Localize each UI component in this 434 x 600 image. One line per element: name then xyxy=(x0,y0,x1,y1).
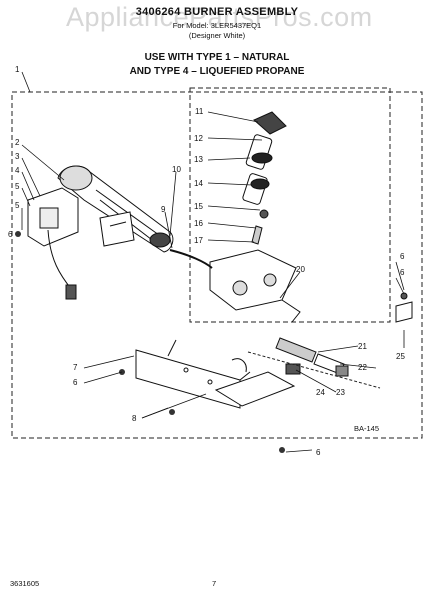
callout-8: 8 xyxy=(132,414,137,423)
callout-6c: 6 xyxy=(400,252,405,261)
callout-3: 3 xyxy=(15,152,20,161)
page-title: 3406264 BURNER ASSEMBLY xyxy=(135,6,299,18)
callout-22: 22 xyxy=(358,363,367,372)
callout-10: 10 xyxy=(172,165,181,174)
callout-6e: 6 xyxy=(316,448,321,457)
model-line: For Model: 3LER5437EQ1 xyxy=(172,21,262,30)
callout-9: 9 xyxy=(161,205,166,214)
orifice-parts xyxy=(275,337,349,377)
callout-11: 11 xyxy=(195,107,204,116)
use-with-line-1: USE WITH TYPE 1 – NATURAL xyxy=(144,52,290,63)
callout-17: 17 xyxy=(194,236,203,245)
callout-25: 25 xyxy=(396,352,405,361)
callout-20: 20 xyxy=(296,265,305,274)
callout-6d: 6 xyxy=(400,268,405,277)
gas-pipe xyxy=(169,249,213,269)
callout-6a: 6 xyxy=(8,230,13,239)
right-bracket xyxy=(395,292,413,323)
callout-5b: 5 xyxy=(15,201,20,210)
left-bracket xyxy=(27,187,79,300)
igniter xyxy=(99,211,135,247)
screws xyxy=(15,231,285,453)
callout-4: 4 xyxy=(15,166,20,175)
valve-group-frame xyxy=(189,87,391,323)
callout-15: 15 xyxy=(194,202,203,211)
bottom-plate xyxy=(214,358,296,407)
callout-21: 21 xyxy=(358,342,367,351)
page-number: 7 xyxy=(212,579,217,588)
gas-valve xyxy=(209,111,301,323)
burner-tube xyxy=(57,165,174,253)
dashed-leader-22 xyxy=(247,351,381,389)
callout-1: 1 xyxy=(15,65,20,74)
callout-6b: 6 xyxy=(73,378,78,387)
callout-2: 2 xyxy=(15,138,20,147)
footer-code: 3631605 xyxy=(10,579,40,588)
callout-24: 24 xyxy=(316,388,325,397)
callout-12: 12 xyxy=(194,134,203,143)
watermark: AppliancePartsPros.com xyxy=(66,2,373,32)
lower-bracket xyxy=(135,339,251,409)
callout-16: 16 xyxy=(194,219,203,228)
callout-7: 7 xyxy=(73,363,78,372)
callout-23: 23 xyxy=(336,388,345,397)
use-with-line-2: AND TYPE 4 – LIQUEFIED PROPANE xyxy=(129,66,305,77)
outer-frame xyxy=(11,91,423,439)
callout-14: 14 xyxy=(194,179,203,188)
callout-13: 13 xyxy=(194,155,203,164)
callout-5a: 5 xyxy=(15,182,20,191)
diagram-code: BA-145 xyxy=(354,424,380,433)
color-line: (Designer White) xyxy=(188,31,246,40)
leader-lines xyxy=(21,71,405,453)
callout-labels: 1 2 3 4 5 5 6 7 6 8 9 10 11 12 13 14 15 … xyxy=(8,65,405,457)
